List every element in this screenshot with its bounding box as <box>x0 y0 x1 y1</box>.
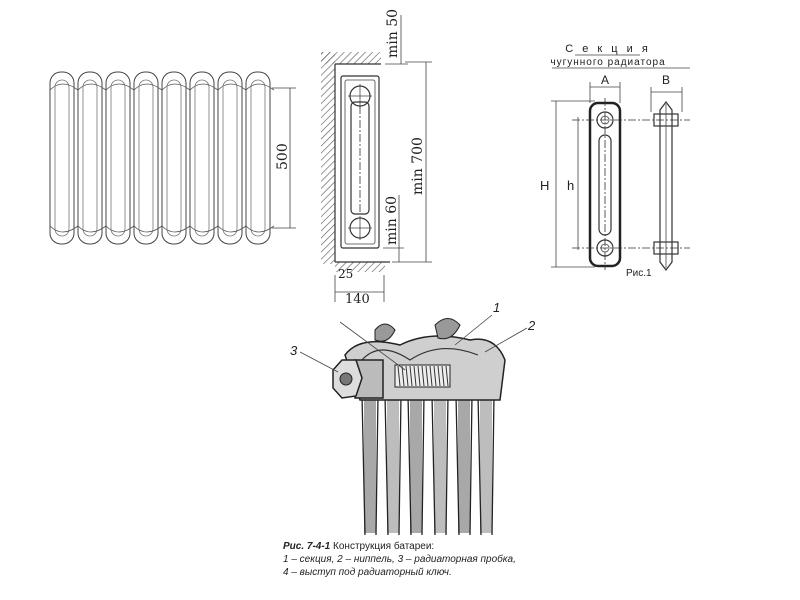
column-fill <box>458 398 470 533</box>
label-H: H <box>540 178 549 193</box>
caption-line-2: 4 – выступ под радиаторный ключ. <box>283 567 452 578</box>
floor-hatch <box>335 262 385 272</box>
figure-caption: Рис. 7-4-1 Конструкция батареи: 1 – секц… <box>283 540 516 579</box>
radiator-section <box>161 71 191 245</box>
label-b: B <box>662 73 670 87</box>
column-fill <box>364 398 376 533</box>
section-subtitle: чугунного радиатора <box>550 57 665 68</box>
column-fill <box>480 398 492 533</box>
wall-hatch <box>321 52 335 264</box>
nipple-thread <box>409 365 413 387</box>
section-drawing: С е к ц и я чугунного радиатора A B H h … <box>540 43 690 279</box>
section-title: С е к ц и я <box>565 43 651 55</box>
nipple-thread <box>437 365 441 387</box>
radiator-section <box>217 71 247 245</box>
radiator-section <box>77 71 107 245</box>
nipple-thread <box>441 365 445 387</box>
callout-3: 3 <box>290 343 298 358</box>
dim-min-60: min 60 <box>384 196 400 245</box>
radiator-front-view <box>49 71 275 245</box>
nipple-thread <box>425 365 429 387</box>
radiator-section <box>49 71 79 245</box>
callout-1: 1 <box>493 300 500 315</box>
dim-25: 25 <box>338 267 353 281</box>
nipple-thread <box>433 365 437 387</box>
radiator-section <box>245 71 275 245</box>
column <box>477 394 495 536</box>
figure-label: Рис.1 <box>626 268 652 279</box>
radiator-section <box>105 71 135 245</box>
nipple-thread <box>417 365 421 387</box>
column <box>455 394 473 536</box>
column <box>407 394 425 536</box>
column <box>431 394 449 536</box>
column-fill <box>434 398 446 533</box>
dim-min-700: min 700 <box>410 137 426 195</box>
nipple-thread <box>421 365 425 387</box>
battery-construction-sketch: 1 2 3 <box>290 300 536 536</box>
caption-line-1: 1 – секция, 2 – ниппель, 3 – радиаторная… <box>283 554 516 565</box>
section-outline <box>340 75 380 249</box>
callout-2: 2 <box>527 318 536 333</box>
nipple-thread <box>429 365 433 387</box>
label-a: A <box>601 73 609 87</box>
nipple-thread <box>405 365 409 387</box>
nipple-thread <box>445 365 449 387</box>
section-side <box>659 101 673 271</box>
radiator-section <box>133 71 163 245</box>
dim-min-50: min 50 <box>385 9 401 58</box>
column <box>384 394 402 536</box>
sill-hatch <box>321 52 381 64</box>
column <box>361 394 379 536</box>
nipple-thread <box>401 365 405 387</box>
installation-view: min 50 min 700 min 60 25 140 <box>321 9 432 307</box>
label-h: h <box>567 178 574 193</box>
caption-prefix: Рис. 7-4-1 <box>283 541 331 552</box>
dim-140: 140 <box>345 292 370 307</box>
height-dimension: 500 <box>272 87 296 229</box>
nipple-thread <box>397 365 401 387</box>
column-fill <box>410 398 422 533</box>
column-fill <box>387 398 399 533</box>
dim-500-label: 500 <box>275 143 291 170</box>
radiator-section <box>189 71 219 245</box>
caption-title: Конструкция батареи: <box>333 541 435 552</box>
nipple-thread <box>413 365 417 387</box>
